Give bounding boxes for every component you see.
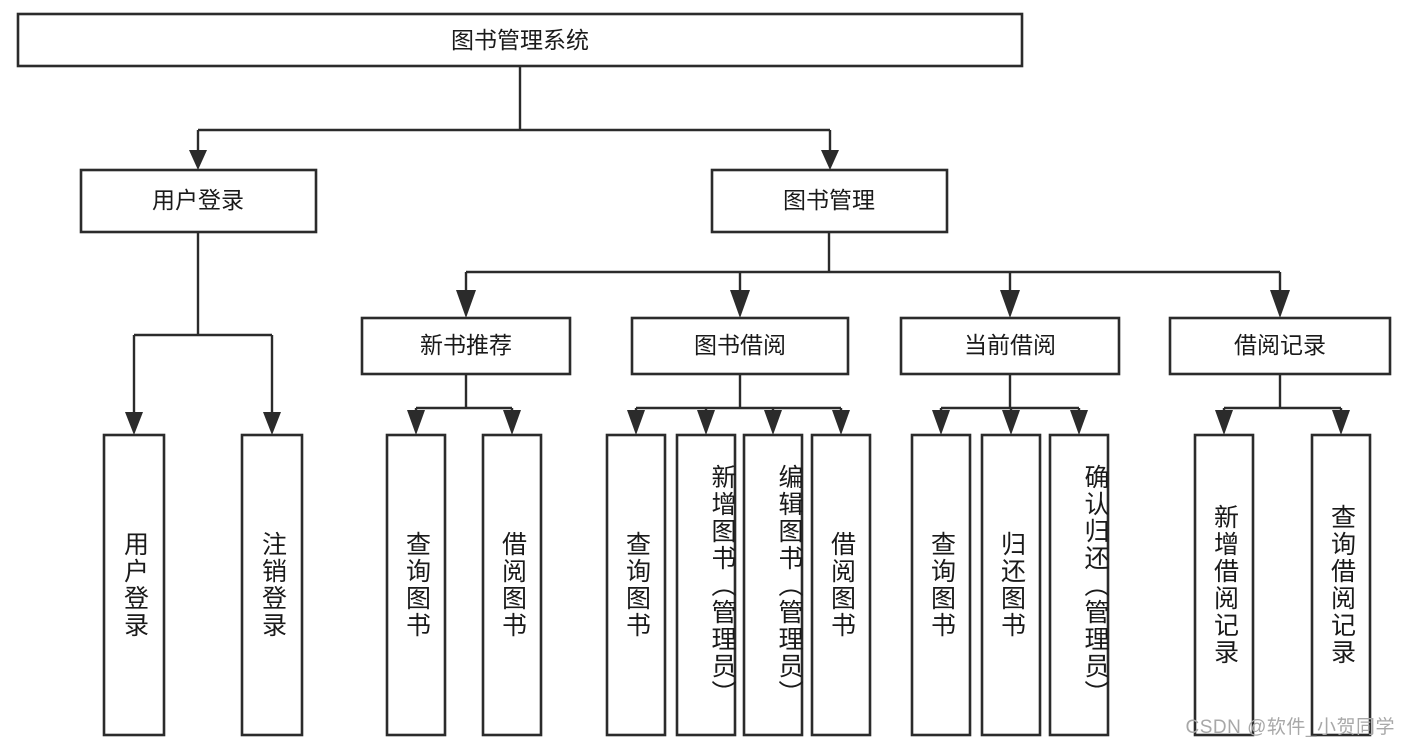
arrowhead-bookborrow-leaf3-icon <box>764 410 782 435</box>
leaf-box-edit-book-admin[interactable] <box>742 433 804 737</box>
leaf-box-confirm-return-admin[interactable] <box>1048 433 1110 737</box>
leaf-box-add-book-admin[interactable] <box>675 433 737 737</box>
arrowhead-newbook-icon <box>456 290 476 318</box>
arrowhead-newbook-leaf2-icon <box>503 410 521 435</box>
arrowhead-userlogin-leaf1-icon <box>125 412 143 435</box>
leaf-label-borrow-book-1: 借阅图书 <box>498 531 527 639</box>
leaf-label-query-book-3: 查询图书 <box>927 531 956 639</box>
leaf-box-add-borrow-record[interactable] <box>1193 433 1255 737</box>
leaf-label-query-borrow-record: 查询借阅记录 <box>1327 504 1356 666</box>
new-book-recommend-box[interactable] <box>360 316 572 376</box>
arrowhead-bookborrow-leaf1-icon <box>627 410 645 435</box>
leaf-box-query-book-3[interactable] <box>910 433 972 737</box>
leaf-label-user-login: 用户登录 <box>120 531 149 639</box>
leaf-label-query-book-2: 查询图书 <box>622 531 651 639</box>
leaf-label-query-book-1: 查询图书 <box>402 531 431 639</box>
leaf-box-borrow-book-1[interactable] <box>481 433 543 737</box>
leaf-box-query-book-1[interactable] <box>385 433 447 737</box>
leaf-label-add-book-admin: 新增图书（管理员） <box>708 463 736 707</box>
arrowhead-currentborrow-leaf3-icon <box>1070 410 1088 435</box>
current-borrow-box[interactable] <box>899 316 1121 376</box>
root-label: 图书管理系统 <box>451 27 589 53</box>
borrow-record-label: 借阅记录 <box>1234 332 1326 358</box>
arrowhead-borrowrecord-leaf2-icon <box>1332 410 1350 435</box>
leaf-label-add-borrow-record: 新增借阅记录 <box>1210 504 1239 666</box>
arrowhead-borrowrecord-icon <box>1270 290 1290 318</box>
book-borrow-label: 图书借阅 <box>694 332 786 358</box>
leaf-box-user-login[interactable] <box>102 433 166 737</box>
leaf-box-return-book[interactable] <box>980 433 1042 737</box>
node-user-login[interactable]: 用户登录 <box>79 168 318 234</box>
leaf-box-query-book-2[interactable] <box>605 433 667 737</box>
arrowhead-bookborrow-icon <box>730 290 750 318</box>
new-book-recommend-label: 新书推荐 <box>420 332 512 358</box>
leaf-label-confirm-return-admin: 确认归还（管理员） <box>1081 463 1109 707</box>
arrowhead-borrowrecord-leaf1-icon <box>1215 410 1233 435</box>
node-root[interactable]: 图书管理系统 <box>16 12 1024 68</box>
leaf-box-logout[interactable] <box>240 433 304 737</box>
node-new-book-recommend[interactable]: 新书推荐 <box>360 316 572 376</box>
leaf-label-edit-book-admin: 编辑图书（管理员） <box>775 463 803 707</box>
arrowhead-currentborrow-leaf2-icon <box>1002 410 1020 435</box>
arrowhead-currentborrow-leaf1-icon <box>932 410 950 435</box>
book-management-label: 图书管理 <box>783 187 875 213</box>
user-login-label: 用户登录 <box>152 187 244 213</box>
arrowhead-bookborrow-leaf2-icon <box>697 410 715 435</box>
arrowhead-newbook-leaf1-icon <box>407 410 425 435</box>
node-book-borrow[interactable]: 图书借阅 <box>630 316 850 376</box>
leaf-label-borrow-book-2: 借阅图书 <box>827 531 856 639</box>
arrowhead-currentborrow-icon <box>1000 290 1020 318</box>
arrowhead-login-icon <box>189 150 207 170</box>
node-borrow-record[interactable]: 借阅记录 <box>1168 316 1392 376</box>
arrowhead-bookmgmt-icon <box>821 150 839 170</box>
node-current-borrow[interactable]: 当前借阅 <box>899 316 1121 376</box>
leaf-box-borrow-book-2[interactable] <box>810 433 872 737</box>
node-book-management[interactable]: 图书管理 <box>710 168 949 234</box>
arrowhead-userlogin-leaf2-icon <box>263 412 281 435</box>
watermark: CSDN @软件_小贺同学 <box>1185 717 1395 738</box>
leaf-label-return-book: 归还图书 <box>997 531 1026 639</box>
arrowhead-bookborrow-leaf4-icon <box>832 410 850 435</box>
leaf-label-logout: 注销登录 <box>258 531 287 639</box>
root-box[interactable] <box>16 12 1024 68</box>
current-borrow-label: 当前借阅 <box>964 332 1056 358</box>
book-borrow-box[interactable] <box>630 316 850 376</box>
leaf-box-query-borrow-record[interactable] <box>1310 433 1372 737</box>
